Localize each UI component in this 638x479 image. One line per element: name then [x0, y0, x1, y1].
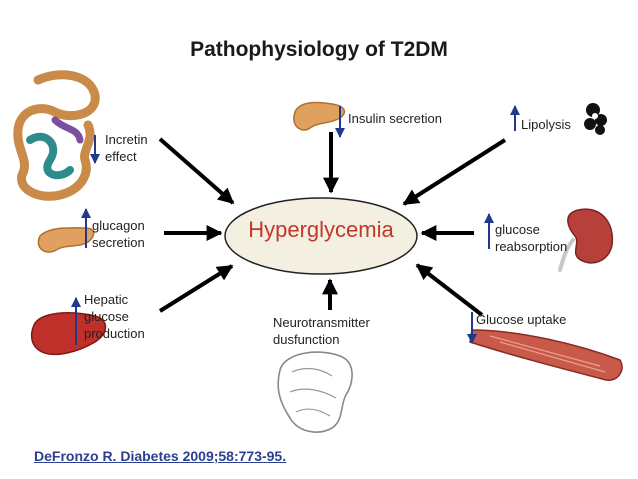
glucose-uptake-label: Glucose uptake [476, 312, 567, 327]
glucose-reabsorption-label: glucose reabsorption [495, 222, 568, 254]
lipolysis-label: Lipolysis [521, 117, 571, 132]
neurotransmitter-label: Neurotransmitter dusfunction [273, 315, 370, 347]
arrow-hepatic [158, 264, 234, 313]
brain-icon [277, 351, 353, 433]
adipose-icon [584, 103, 607, 135]
liver-icon [30, 312, 107, 356]
kidney-icon [558, 208, 614, 272]
hyperglycemia-node [224, 197, 418, 275]
diagram-title: Pathophysiology of T2DM [190, 38, 448, 61]
pancreas-top-icon [293, 101, 346, 131]
reference-citation[interactable]: DeFronzo R. Diabetes 2009;58:773-95. [34, 448, 287, 464]
incretin-label: Incretin effect [105, 132, 148, 164]
arrow-incretin [158, 137, 235, 205]
intestine-icon [13, 70, 100, 201]
glucagon-label: glucagon secretion [92, 218, 145, 250]
insulin-label: Insulin secretion [348, 111, 442, 126]
hepatic-label: Hepatic glucose production [84, 292, 145, 341]
pancreas-left-icon [37, 227, 95, 253]
arrow-glucose-uptake [415, 263, 484, 317]
muscle-icon [469, 329, 623, 381]
arrow-lipolysis [402, 138, 507, 206]
hyperglycemia-label: Hyperglycemia [248, 217, 394, 242]
